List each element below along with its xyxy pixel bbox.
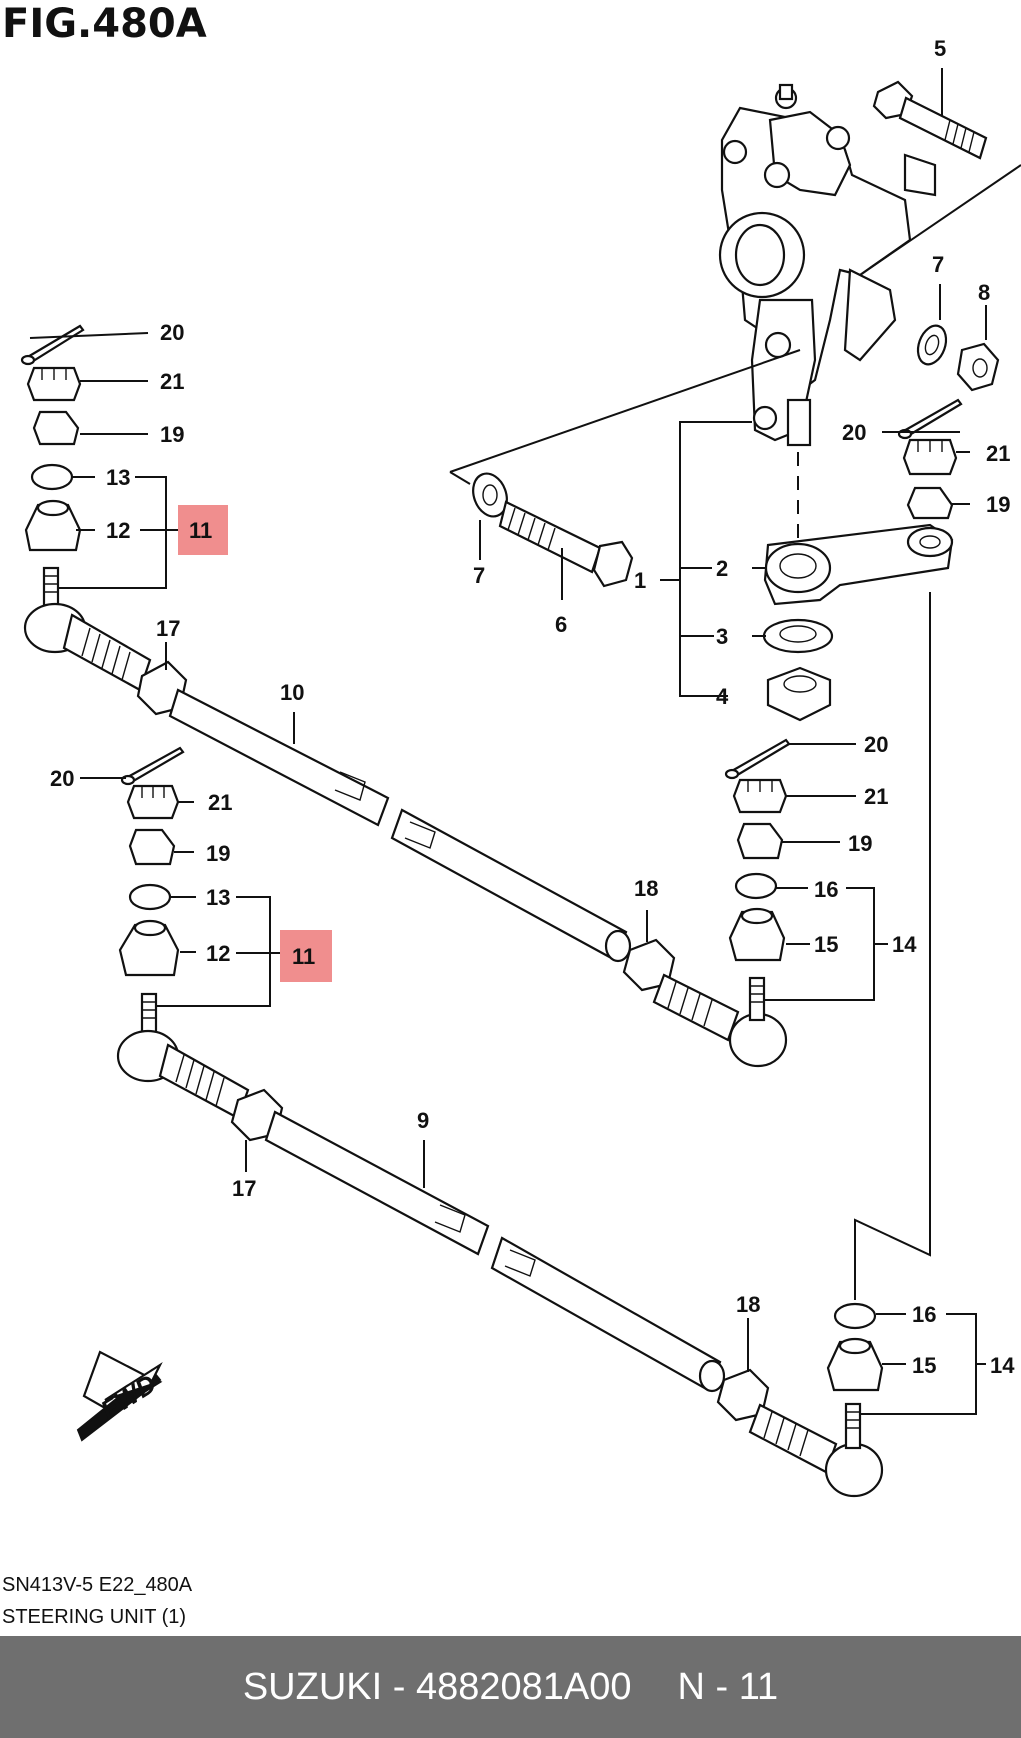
- callout-21-upper-left: 21: [160, 369, 184, 394]
- tie-rod-end-lower-right: [748, 1402, 884, 1498]
- nut-19-mid-left: [128, 828, 176, 866]
- dust-boot-15-mid-right: [728, 907, 786, 962]
- callout-21-mid-left: 21: [208, 790, 232, 815]
- tie-rod-tube-9: [264, 1110, 726, 1393]
- callout-1: 1: [634, 568, 646, 593]
- callout-2: 2: [716, 556, 728, 581]
- dust-boot-15-lower-right: [826, 1337, 884, 1392]
- callout-5: 5: [934, 36, 946, 61]
- dust-boot-12-lower: [118, 919, 180, 977]
- callout-8: 8: [978, 280, 990, 305]
- callout-16-lower-right: 16: [912, 1302, 936, 1327]
- steering-gear-box: [718, 83, 937, 447]
- callout-19-upper-left: 19: [160, 422, 184, 447]
- tie-rod-end-upper-left: [23, 566, 152, 692]
- callout-13-lower: 13: [206, 885, 230, 910]
- nut-19-upper-left: [32, 410, 80, 446]
- cotter-pin-20-mid-left: [120, 746, 185, 786]
- callout-3: 3: [716, 624, 728, 649]
- nut-19-mid-right: [736, 822, 784, 860]
- callout-20-mid-right: 20: [864, 732, 888, 757]
- exploded-parts-diagram: FWD: [20, 36, 1021, 1498]
- callout-19-mid-left: 19: [206, 841, 230, 866]
- highlight-11-upper: [178, 505, 228, 555]
- bolt-6: [498, 500, 634, 588]
- footer-page: N - 11: [677, 1665, 779, 1708]
- cotter-pin-20-upper-left: [20, 324, 85, 366]
- callout-14-upper: 14: [892, 932, 917, 957]
- figure-title: FIG.480A: [2, 1, 207, 47]
- callout-18-lower: 18: [736, 1292, 760, 1317]
- callout-11-lower: 11: [292, 944, 315, 969]
- washer-7-right: [916, 324, 948, 366]
- castle-nut-21-mid-right: [732, 778, 788, 814]
- callout-15-lower-right: 15: [912, 1353, 936, 1378]
- nut-8: [956, 342, 1000, 392]
- ring-13-lower: [128, 883, 172, 911]
- callout-10: 10: [280, 680, 304, 705]
- callout-20-upper-left: 20: [160, 320, 184, 345]
- callout-15-mid-right: 15: [814, 932, 838, 957]
- washer-7-left: [472, 472, 508, 518]
- ring-13-upper: [30, 463, 74, 491]
- lock-washer-3: [762, 618, 834, 654]
- callout-19-upper-right: 19: [986, 492, 1010, 517]
- nut-19-upper-right: [906, 486, 954, 520]
- castle-nut-21-mid-left: [126, 784, 180, 820]
- ring-16-mid-right: [734, 872, 778, 900]
- nut-4: [766, 666, 832, 722]
- ring-16-lower-right: [833, 1302, 877, 1330]
- callout-14-lower: 14: [990, 1353, 1015, 1378]
- callout-16-mid-right: 16: [814, 877, 838, 902]
- castle-nut-21-upper-left: [26, 366, 82, 402]
- callout-21-mid-right: 21: [864, 784, 888, 809]
- diagram-code: SN413V-5 E22_480A: [2, 1574, 193, 1596]
- tie-rod-end-upper-right: [652, 973, 788, 1068]
- callout-7-right: 7: [932, 252, 944, 277]
- dust-boot-12-upper: [24, 499, 82, 552]
- castle-nut-21-upper-right: [902, 438, 958, 476]
- callout-21-upper-right: 21: [986, 441, 1010, 466]
- callout-11-upper: 11: [189, 518, 212, 543]
- fwd-arrow-icon: FWD: [76, 1350, 163, 1442]
- callout-13-upper: 13: [106, 465, 130, 490]
- footer-bar: SUZUKI - 4882081A00 N - 11: [0, 1636, 1021, 1738]
- callout-17-lower: 17: [232, 1176, 256, 1201]
- callout-20-mid-left: 20: [50, 766, 74, 791]
- callout-20-upper-right: 20: [842, 420, 866, 445]
- pitman-arm-2: [763, 523, 954, 606]
- callout-7-left: 7: [473, 563, 485, 588]
- callout-12-upper: 12: [106, 518, 130, 543]
- callout-18-upper: 18: [634, 876, 658, 901]
- diagram-caption: STEERING UNIT (1): [2, 1606, 187, 1628]
- callout-6: 6: [555, 612, 567, 637]
- callout-9: 9: [417, 1108, 429, 1133]
- bolt-5: [872, 80, 988, 160]
- footer-part-info: SUZUKI - 4882081A00: [242, 1665, 632, 1708]
- callout-17-upper: 17: [156, 616, 180, 641]
- tie-rod-end-lower-left: [116, 992, 250, 1120]
- highlight-11-lower: [280, 930, 332, 982]
- cotter-pin-20-mid-right: [724, 738, 791, 780]
- tie-rod-tube-10: [168, 688, 632, 963]
- callout-12-lower: 12: [206, 941, 230, 966]
- callout-19-mid-right: 19: [848, 831, 872, 856]
- callout-4: 4: [716, 684, 729, 709]
